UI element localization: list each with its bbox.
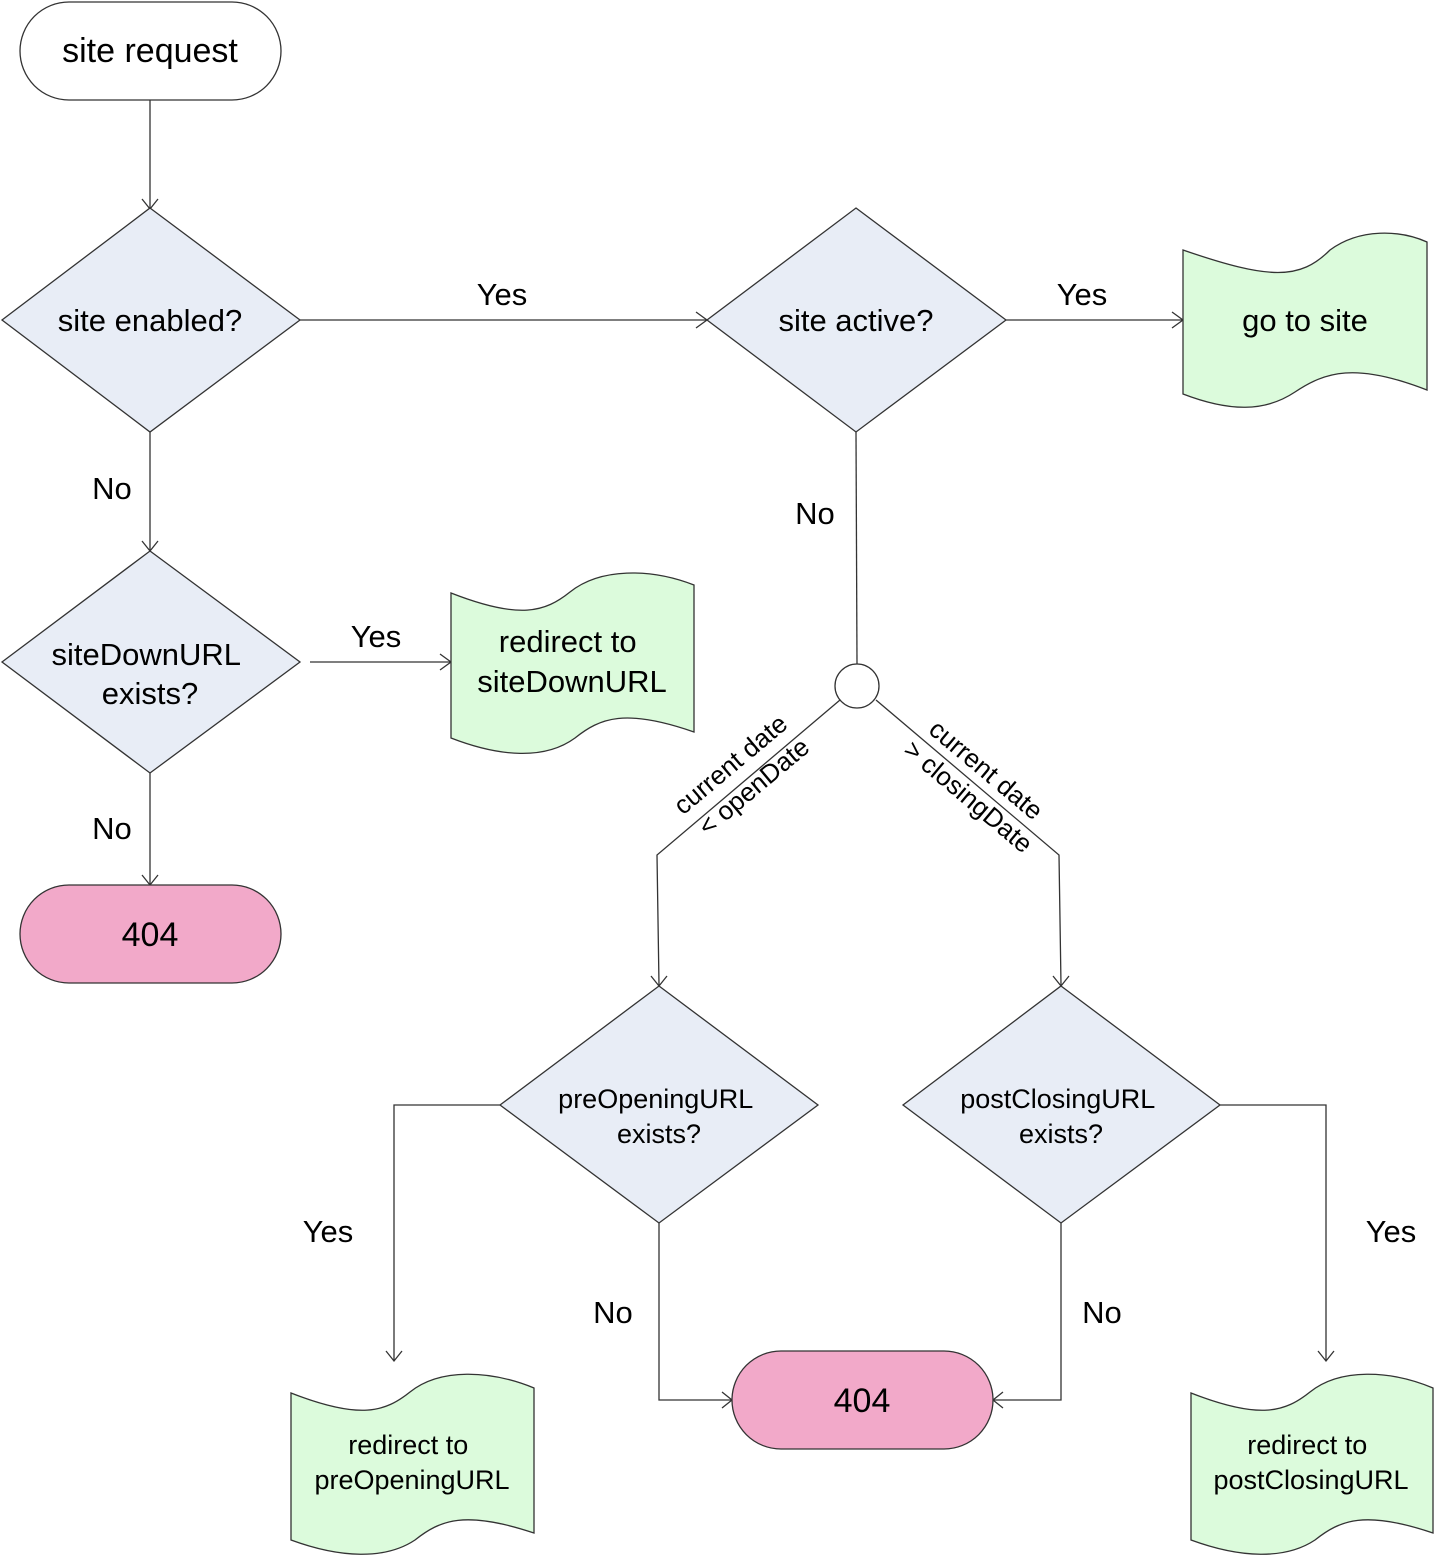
node-label-site-active: site active? xyxy=(778,303,933,338)
document-shape xyxy=(1182,232,1428,408)
node-label-postclosing-exists: postClosingURL exists? xyxy=(960,1084,1162,1149)
decision-site-active: site active? xyxy=(705,207,1008,433)
document-go-to-site: go to site xyxy=(1182,232,1428,408)
edge-label-active-yes: Yes xyxy=(1057,277,1108,312)
decision-shape xyxy=(901,985,1222,1224)
decision-shape xyxy=(0,550,302,774)
terminal-shape xyxy=(19,1,282,101)
edge-label-sitedown-yes: Yes xyxy=(351,619,402,654)
arrowhead xyxy=(1317,1350,1335,1363)
edge-label-sitedown-no: No xyxy=(92,811,132,846)
edge-preopening-yes xyxy=(393,1104,500,1360)
decision-sitedown-exists: siteDownURL exists? xyxy=(0,550,302,774)
edge-label-preopening-yes: Yes xyxy=(303,1214,354,1249)
junction-node xyxy=(834,663,880,709)
edge-label-closing-condition: current date > closingDate xyxy=(898,710,1059,859)
label-line-1: postClosingURL xyxy=(960,1084,1155,1114)
edge-labels: Yes Yes No No Yes No current date < open… xyxy=(92,277,1416,1330)
node-label-redirect-postclosing: redirect to postClosingURL xyxy=(1213,1430,1408,1495)
node-label-sitedown-exists: siteDownURL exists? xyxy=(52,637,249,711)
decision-shape xyxy=(0,207,302,433)
document-shape xyxy=(1190,1373,1434,1555)
edge-label-active-no: No xyxy=(795,496,835,531)
node-label-preopening-exists: preOpeningURL exists? xyxy=(558,1084,760,1149)
label-line-2: postClosingURL xyxy=(1213,1465,1408,1495)
edge-label-enabled-no: No xyxy=(92,471,132,506)
label-line-2: exists? xyxy=(1019,1119,1103,1149)
edge-postclosing-yes xyxy=(1220,1104,1327,1360)
label-line-2: siteDownURL xyxy=(477,664,667,699)
terminal-shape xyxy=(19,884,282,984)
label-line-1: redirect to xyxy=(499,624,637,659)
label-line-2: preOpeningURL xyxy=(314,1465,509,1495)
decision-preopening-exists: preOpeningURL exists? xyxy=(498,985,820,1224)
decision-site-enabled: site enabled? xyxy=(0,207,302,433)
end-terminal-404-left: 404 xyxy=(19,884,282,984)
edges xyxy=(141,100,1335,1409)
node-label-site-enabled: site enabled? xyxy=(58,303,242,338)
document-redirect-postclosing: redirect to postClosingURL xyxy=(1190,1373,1434,1555)
label-line-2: exists? xyxy=(617,1119,701,1149)
node-label-404-bottom: 404 xyxy=(834,1382,891,1420)
edge-open-condition xyxy=(656,699,841,986)
node-label-go-to-site: go to site xyxy=(1242,303,1368,338)
label-line-1: preOpeningURL xyxy=(558,1084,753,1114)
node-label-404-left: 404 xyxy=(122,916,179,954)
edge-active-no xyxy=(855,431,858,665)
label-line-1: siteDownURL xyxy=(52,637,241,672)
edge-label-postclosing-no: No xyxy=(1082,1295,1122,1330)
start-terminal: site request xyxy=(19,1,282,101)
document-redirect-sitedown: redirect to siteDownURL xyxy=(450,572,695,755)
end-terminal-404-bottom: 404 xyxy=(731,1350,994,1450)
label-line-1: redirect to xyxy=(348,1430,468,1460)
node-label-redirect-preopening: redirect to preOpeningURL xyxy=(314,1430,509,1495)
edge-label-enabled-yes: Yes xyxy=(477,277,528,312)
edge-preopening-no xyxy=(658,1223,731,1401)
edge-postclosing-no xyxy=(994,1223,1062,1401)
arrowhead xyxy=(385,1350,403,1363)
edge-label-postclosing-yes: Yes xyxy=(1366,1214,1417,1249)
decision-shape xyxy=(498,985,820,1224)
svg-text:current date > closing: current date > closingDate xyxy=(898,710,1059,859)
document-redirect-preopening: redirect to preOpeningURL xyxy=(290,1373,535,1555)
terminal-shape xyxy=(731,1350,994,1450)
decision-shape xyxy=(705,207,1008,433)
edge-label-preopening-no: No xyxy=(593,1295,633,1330)
label-line-1: redirect to xyxy=(1247,1430,1367,1460)
decision-postclosing-exists: postClosingURL exists? xyxy=(901,985,1222,1224)
node-label-redirect-sitedown: redirect to siteDownURL xyxy=(477,624,667,699)
document-shape xyxy=(290,1373,535,1555)
edge-closing-condition xyxy=(875,699,1062,986)
label-line-2: exists? xyxy=(102,676,198,711)
node-label-site-request: site request xyxy=(62,32,238,70)
document-shape xyxy=(450,572,695,755)
